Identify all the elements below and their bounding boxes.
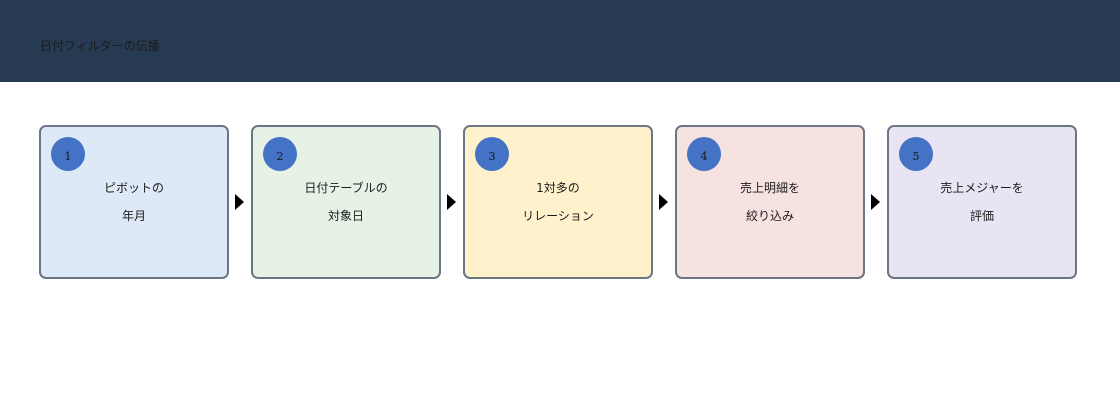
step-box-5: 5 売上メジャーを 評価 — [887, 125, 1077, 279]
step-number-badge: 5 — [899, 137, 933, 171]
step-box-2: 2 日付テーブルの 対象日 — [251, 125, 441, 279]
step-label-line1: 1対多の — [536, 181, 580, 195]
step-label-line2: 評価 — [969, 209, 994, 223]
step-label-line1: ピボットの — [103, 181, 164, 195]
step-number-badge: 4 — [687, 137, 721, 171]
step-box-1: 1 ピボットの 年月 — [39, 125, 229, 279]
step-label-line2: 絞り込み — [745, 209, 794, 223]
step-label-line2: 年月 — [121, 209, 146, 223]
step-label-line2: 対象日 — [327, 209, 364, 223]
step-number-badge: 1 — [51, 137, 85, 171]
page-title: 日付フィルターの伝播 — [40, 39, 160, 53]
step-label-line1: 日付テーブルの — [304, 181, 388, 195]
step-box-3: 3 1対多の リレーション — [463, 125, 653, 279]
arrow-right-icon — [447, 194, 456, 210]
step-number-badge: 2 — [263, 137, 297, 171]
arrow-right-icon — [871, 194, 880, 210]
step-label-line1: 売上明細を — [739, 181, 800, 195]
arrow-right-icon — [659, 194, 668, 210]
step-label-line2: リレーション — [522, 209, 594, 223]
page-header: 日付フィルターの伝播 — [0, 0, 1120, 82]
step-label-line1: 売上メジャーを — [940, 181, 1024, 195]
step-number-badge: 3 — [475, 137, 509, 171]
arrow-right-icon — [235, 194, 244, 210]
step-box-4: 4 売上明細を 絞り込み — [675, 125, 865, 279]
process-flow: 1 ピボットの 年月 2 日付テーブルの 対象日 3 1対多の リレーション 4… — [39, 125, 1079, 279]
